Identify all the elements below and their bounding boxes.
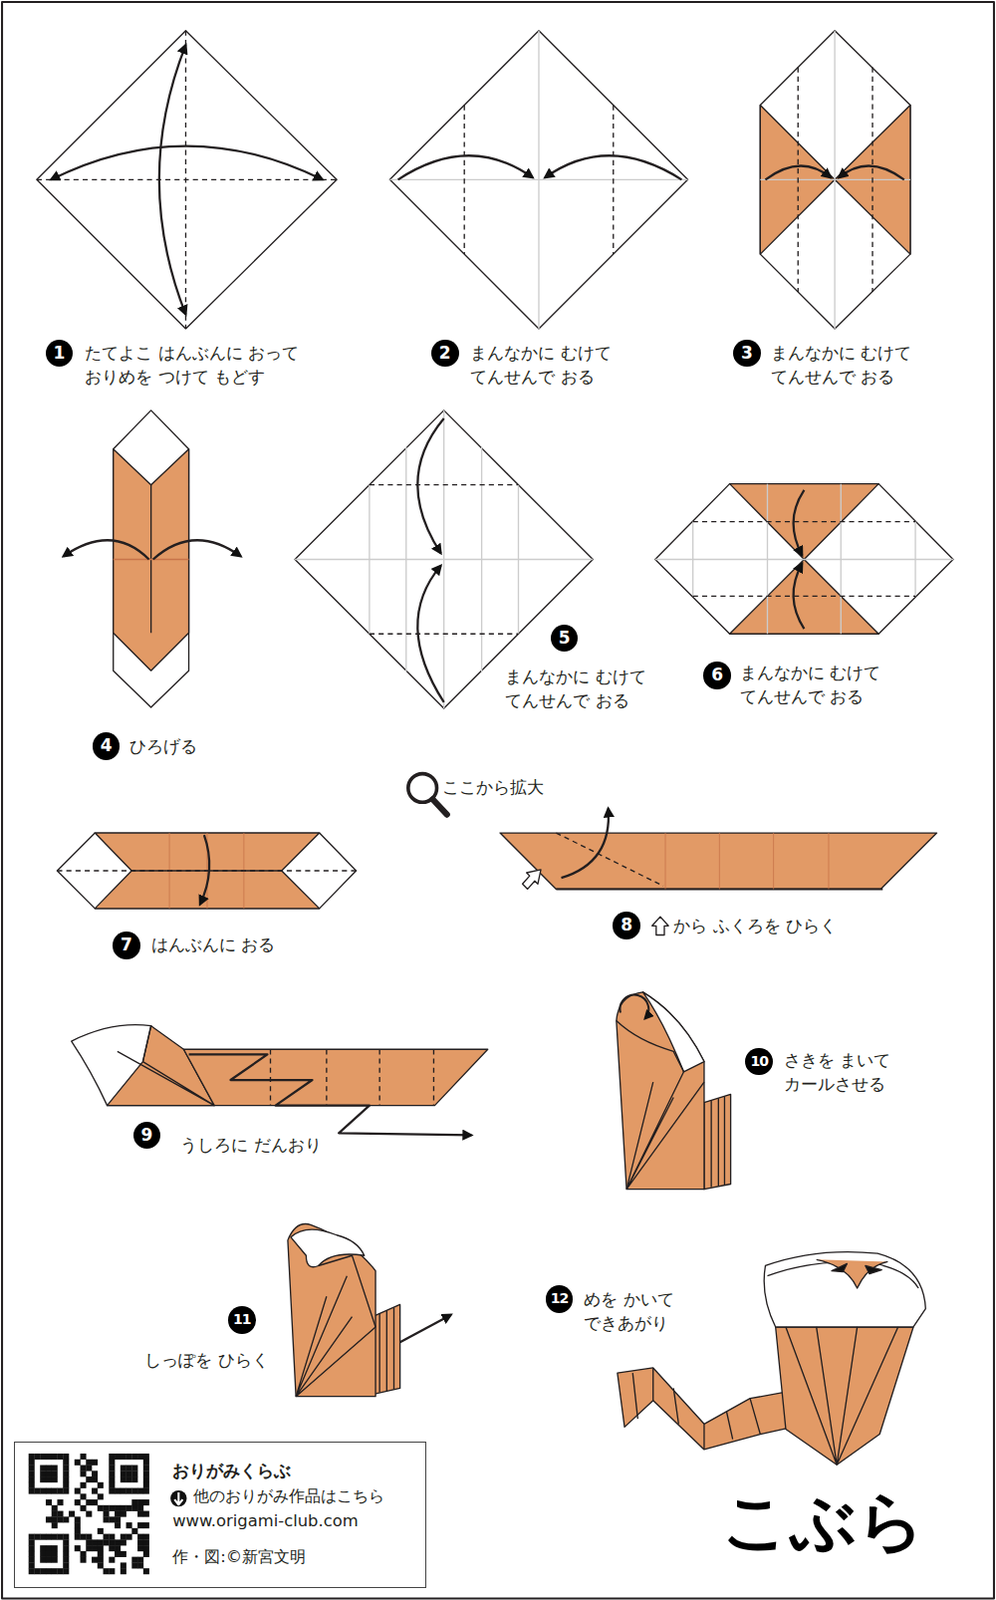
step-instruction: まんなかに むけて てんせんで おる [770,340,945,389]
step-number: 6 [703,661,732,690]
step-number: 3 [733,339,761,368]
credit-text: 作・図:©新宮文明 [172,1545,306,1568]
step-number: 9 [133,1121,162,1150]
step-number: 7 [112,931,141,960]
step-number: 12 [545,1284,574,1313]
step-instruction: まんなかに むけて てんせんで おる [470,340,644,389]
credit-text: おりがみくらぶ [172,1458,291,1483]
step-instruction: から ふくろを ひらく [673,913,837,938]
step-instruction: うしろに だんおり [180,1132,322,1157]
step-instruction: まんなかに むけて てんせんで おる [740,660,914,709]
credit-text: www.origami-club.com [172,1510,359,1530]
step-instruction: ひろげる [129,734,198,758]
step-number: 10 [745,1047,773,1076]
step-number: 1 [45,339,74,368]
step-instruction: ここから拡大 [442,774,544,799]
title: こぶら [722,1482,926,1561]
step-instruction: しっぽを ひらく [144,1347,269,1372]
step-instruction: まんなかに むけて てんせんで おる [504,664,679,713]
step-number: 8 [612,911,641,940]
step-number: 4 [92,732,121,760]
step-instruction: たてよこ はんぶんに おって おりめを つけて もどす [84,340,330,389]
step-instruction: はんぶんに おる [151,932,276,957]
step-number: 5 [550,624,579,653]
step-instruction: めを かいて できあがり [583,1286,697,1335]
credit-text: 他のおりがみ作品はこちら [193,1485,385,1507]
credit-box: おりがみくらぶ他のおりがみ作品はこちら www.origami-club.com 作… [13,1441,427,1589]
step-instruction: さきを まいて カールさせる [783,1047,917,1096]
step-number: 11 [228,1305,256,1334]
step-number: 2 [431,339,460,368]
